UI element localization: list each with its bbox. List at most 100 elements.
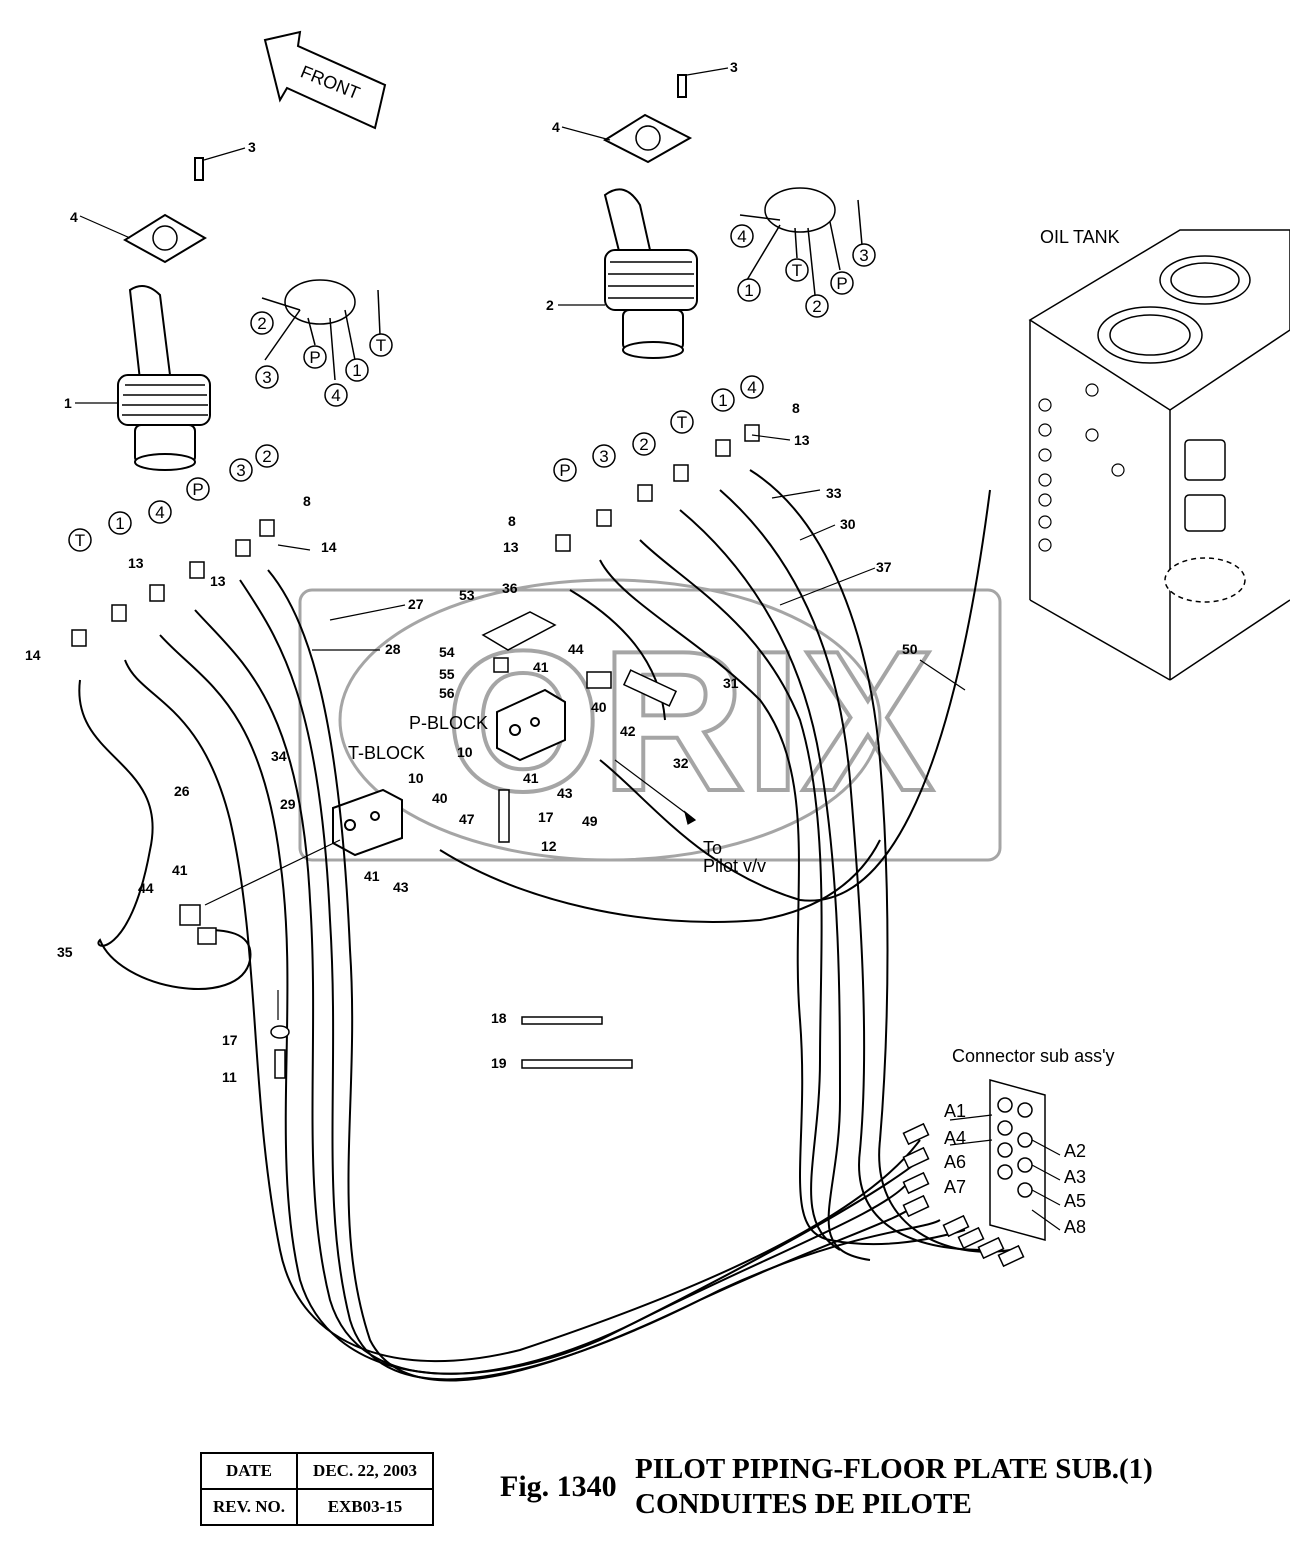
part-number: 54	[439, 644, 455, 660]
right-hose-tag: 4	[747, 378, 756, 397]
right-pattern-tag: 4	[737, 227, 746, 246]
figure-number: Fig. 1340	[500, 1470, 617, 1503]
right-port-plate	[739, 187, 863, 296]
date-value: DEC. 22, 2003	[296, 1452, 434, 1490]
part-number: 17	[222, 1032, 238, 1048]
part-number: 30	[840, 516, 856, 532]
left-pattern-tag: T	[376, 336, 386, 355]
right-pattern-tag: P	[836, 274, 847, 293]
part-number: 49	[582, 813, 598, 829]
part-number: 3	[730, 59, 738, 75]
left-hose-tag: 2	[262, 447, 271, 466]
part-number: 8	[303, 493, 311, 509]
part-number: 31	[723, 675, 739, 691]
part-number: 12	[541, 838, 557, 854]
oil-tank-fittings	[1038, 383, 1125, 552]
part-number: 13	[794, 432, 810, 448]
right-pattern-tag: 3	[859, 246, 868, 265]
left-hose-tag: 1	[115, 514, 124, 533]
part-number: 8	[792, 400, 800, 416]
part-number: 10	[457, 744, 473, 760]
part-number: 3	[248, 139, 256, 155]
diagram-labels: OIL TANK Connector sub ass'y P-BLOCK T-B…	[348, 227, 1120, 1237]
part-number: 56	[439, 685, 455, 701]
figure-titles: PILOT PIPING-FLOOR PLATE SUB.(1) CONDUIT…	[635, 1452, 1153, 1522]
left-port-plate	[261, 279, 381, 381]
to-pilot-label: To	[703, 838, 722, 858]
right-hose-tag: T	[677, 413, 687, 432]
right-hose-tag: 1	[718, 391, 727, 410]
left-pattern-tag: 3	[262, 368, 271, 387]
part-number: 4	[70, 209, 78, 225]
right-hose-tag: 3	[599, 447, 608, 466]
part-number: 36	[502, 580, 518, 596]
connector-label: Connector sub ass'y	[952, 1046, 1115, 1066]
right-hose-tag: 2	[639, 435, 648, 454]
rev-label: REV. NO.	[200, 1488, 298, 1526]
part-number: 55	[439, 666, 455, 682]
left-hose-tag: T	[75, 531, 85, 550]
port-label-a3: A3	[1064, 1167, 1086, 1187]
hoses	[78, 469, 1011, 1382]
part-number: 34	[271, 748, 287, 764]
part-number-callouts: 1 2 3 3 4 4 8 8 8 10 10 11 12 13 13 13 1…	[25, 59, 918, 1085]
part-number: 1	[64, 395, 72, 411]
rev-value: EXB03-15	[296, 1488, 434, 1526]
part-number: 29	[280, 796, 296, 812]
part-number: 35	[57, 944, 73, 960]
leader-lines	[75, 67, 1061, 1231]
oil-tank	[1028, 229, 1290, 681]
right-pattern-tag: T	[792, 261, 802, 280]
part-number: 8	[508, 513, 516, 529]
part-number: 37	[876, 559, 892, 575]
left-hose-tag: 3	[236, 461, 245, 480]
front-arrow: FRONT	[263, 30, 387, 130]
part-number: 41	[172, 862, 188, 878]
port-label-a1: A1	[944, 1101, 966, 1121]
left-pattern-tag: 1	[352, 361, 361, 380]
part-number: 43	[557, 785, 573, 801]
port-tag-circles	[68, 224, 876, 552]
part-number: 40	[432, 790, 448, 806]
left-pilot-valve	[117, 157, 211, 471]
part-number: 13	[503, 539, 519, 555]
part-number: 27	[408, 596, 424, 612]
part-number: 41	[364, 868, 380, 884]
part-number: 41	[533, 659, 549, 675]
right-hose-tag: P	[559, 461, 570, 480]
port-label-a4: A4	[944, 1128, 966, 1148]
watermark: ORIX	[298, 578, 1002, 862]
part-number: 13	[210, 573, 226, 589]
port-label-a6: A6	[944, 1152, 966, 1172]
part-number: 44	[568, 641, 584, 657]
revision-table: DATE DEC. 22, 2003 REV. NO. EXB03-15	[200, 1452, 434, 1526]
part-number: 14	[25, 647, 41, 663]
hose-end-fittings	[902, 1122, 1025, 1268]
title-block: DATE DEC. 22, 2003 REV. NO. EXB03-15	[200, 1452, 434, 1526]
part-number: 26	[174, 783, 190, 799]
right-pattern-tag: 2	[812, 297, 821, 316]
left-pattern-tag: 4	[331, 386, 340, 405]
right-pattern-tag: 1	[744, 281, 753, 300]
port-label-a5: A5	[1064, 1191, 1086, 1211]
part-number: 50	[902, 641, 918, 657]
part-number: 2	[546, 297, 554, 313]
part-number: 43	[393, 879, 409, 895]
part-number: 33	[826, 485, 842, 501]
connector-sub-assembly	[989, 1079, 1046, 1241]
port-tag-texts: 2 3 P 4 1 T 4 1 T 2 P 3 T 1 4 P 3 2 P 3 …	[75, 227, 869, 550]
part-number: 10	[408, 770, 424, 786]
right-pilot-valve	[602, 74, 698, 359]
port-label-a2: A2	[1064, 1141, 1086, 1161]
part-number: 32	[673, 755, 689, 771]
port-label-a7: A7	[944, 1177, 966, 1197]
part-number: 4	[552, 119, 560, 135]
part-number: 41	[523, 770, 539, 786]
figure-title-en: PILOT PIPING-FLOOR PLATE SUB.(1)	[635, 1453, 1153, 1485]
date-label: DATE	[200, 1452, 298, 1490]
part-number: 17	[538, 809, 554, 825]
bracket-53	[481, 611, 557, 651]
figure-title-fr: CONDUITES DE PILOTE	[635, 1488, 972, 1520]
part-number: 28	[385, 641, 401, 657]
left-pattern-tag: P	[309, 348, 320, 367]
